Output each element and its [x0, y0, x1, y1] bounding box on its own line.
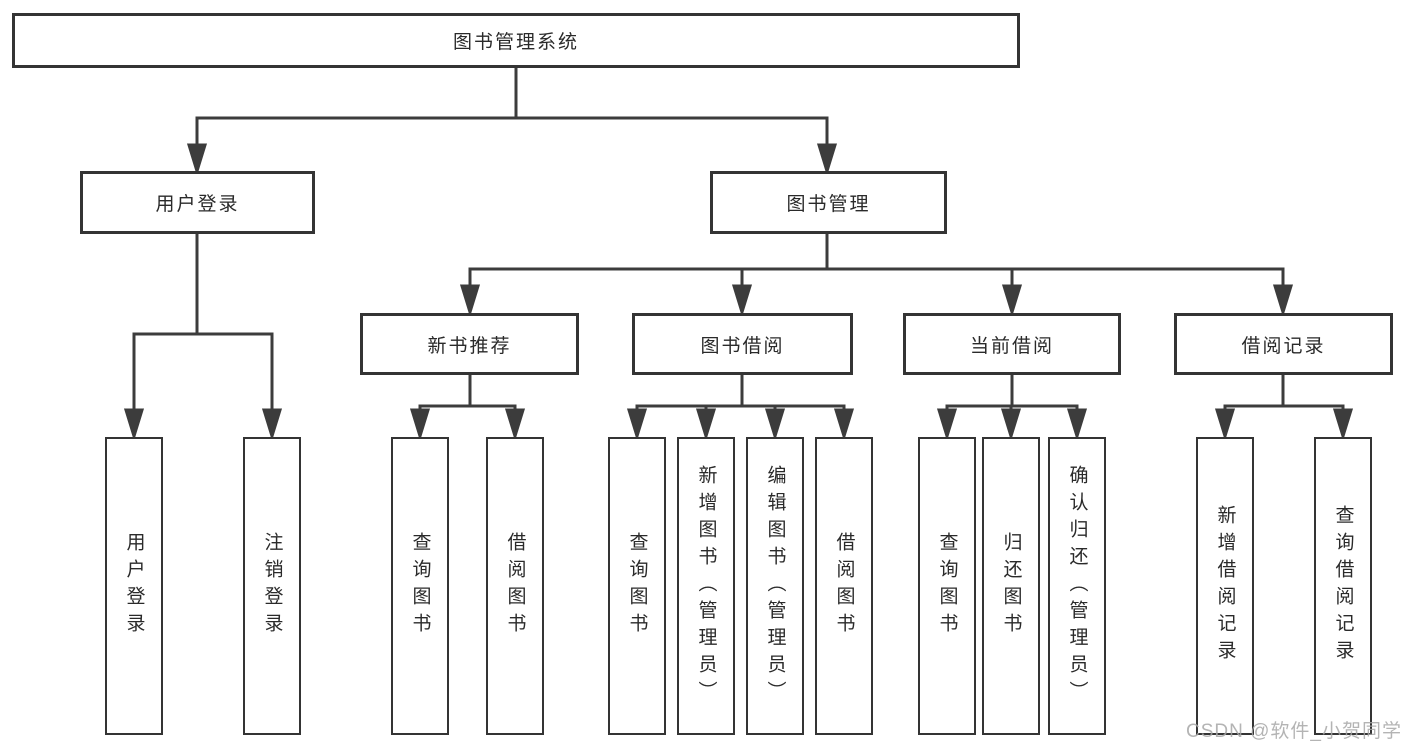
leaf-add-books-admin: 新增图书（管理员）	[677, 437, 735, 735]
node-current-borrowing: 当前借阅	[903, 313, 1121, 375]
leaf-query-borrow-record: 查询借阅记录	[1314, 437, 1372, 735]
connector-new-book-branch	[409, 375, 526, 442]
leaf-query-books-recommend: 查询图书	[391, 437, 449, 735]
connector-book-borrowing-branch	[626, 375, 855, 442]
connector-root-to-level2	[186, 68, 838, 177]
leaf-add-borrow-record: 新增借阅记录	[1196, 437, 1254, 735]
connector-user-login-branch	[123, 234, 283, 442]
csdn-watermark: CSDN @软件_小贺同学	[1186, 721, 1402, 742]
leaf-query-books-current: 查询图书	[918, 437, 976, 735]
node-book-borrowing: 图书借阅	[632, 313, 853, 375]
node-library-system: 图书管理系统	[12, 13, 1020, 68]
connector-borrowing-records-branch	[1214, 375, 1354, 442]
leaf-borrow-books-recommend: 借阅图书	[486, 437, 544, 735]
leaf-edit-books-admin: 编辑图书（管理员）	[746, 437, 804, 735]
leaf-logout: 注销登录	[243, 437, 301, 735]
leaf-confirm-return-admin: 确认归还（管理员）	[1048, 437, 1106, 735]
leaf-return-books: 归还图书	[982, 437, 1040, 735]
leaf-query-books-borrowing: 查询图书	[608, 437, 666, 735]
connector-current-borrowing-branch	[936, 375, 1088, 442]
connector-book-management-branch	[459, 234, 1294, 318]
leaf-borrow-books-borrowing: 借阅图书	[815, 437, 873, 735]
node-book-management: 图书管理	[710, 171, 947, 234]
node-borrowing-records: 借阅记录	[1174, 313, 1393, 375]
node-new-book-recommendation: 新书推荐	[360, 313, 579, 375]
node-user-login: 用户登录	[80, 171, 315, 234]
leaf-user-login: 用户登录	[105, 437, 163, 735]
